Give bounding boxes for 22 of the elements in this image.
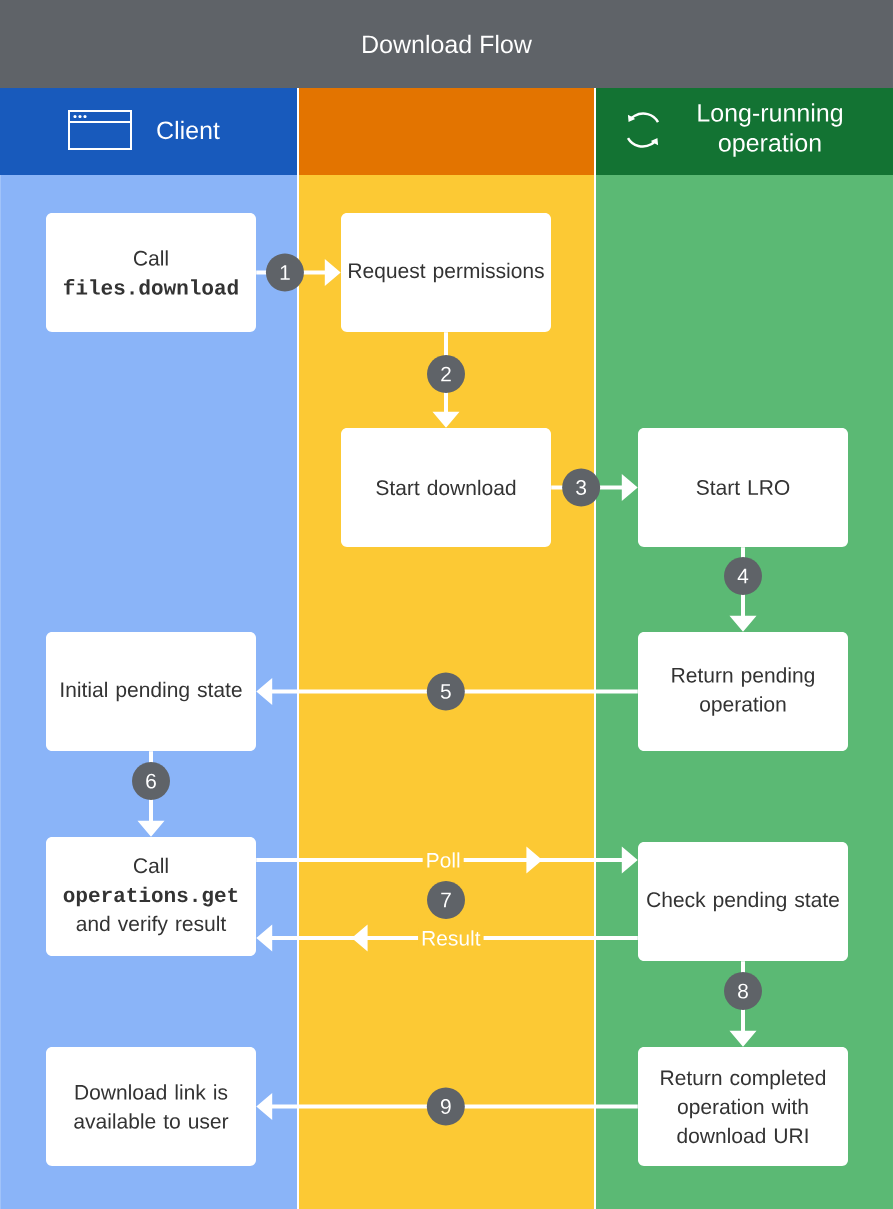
step-number-badge: 4 [724, 557, 762, 596]
process-box: Request permissions [341, 213, 551, 332]
process-box: Initial pending state [46, 632, 256, 751]
process-box: Return completed operation with download URI [638, 1047, 848, 1166]
process-box: Call files.download [46, 213, 256, 332]
step-number-badge: 5 [426, 672, 465, 711]
process-box: Start LRO [638, 428, 848, 547]
step-number-badge: 9 [426, 1087, 465, 1126]
step-number-badge: 3 [562, 468, 601, 507]
process-box: Call operations.get and verify result [46, 837, 256, 956]
process-box: Check pending state [638, 842, 848, 961]
step-number-badge: 8 [724, 972, 762, 1011]
process-box: Return pending operation [638, 632, 848, 751]
edge-label: Result [418, 927, 484, 949]
step-number-badge: 6 [132, 762, 170, 801]
process-box: Download link is available to user [46, 1047, 256, 1166]
edge-label: Poll [422, 849, 464, 871]
title-bar: Download Flow [0, 0, 893, 88]
step-number-badge: 1 [265, 253, 304, 292]
step-number-badge: 2 [427, 355, 465, 393]
process-box: Start download [341, 428, 551, 547]
step-number-badge: 7 [427, 881, 465, 919]
